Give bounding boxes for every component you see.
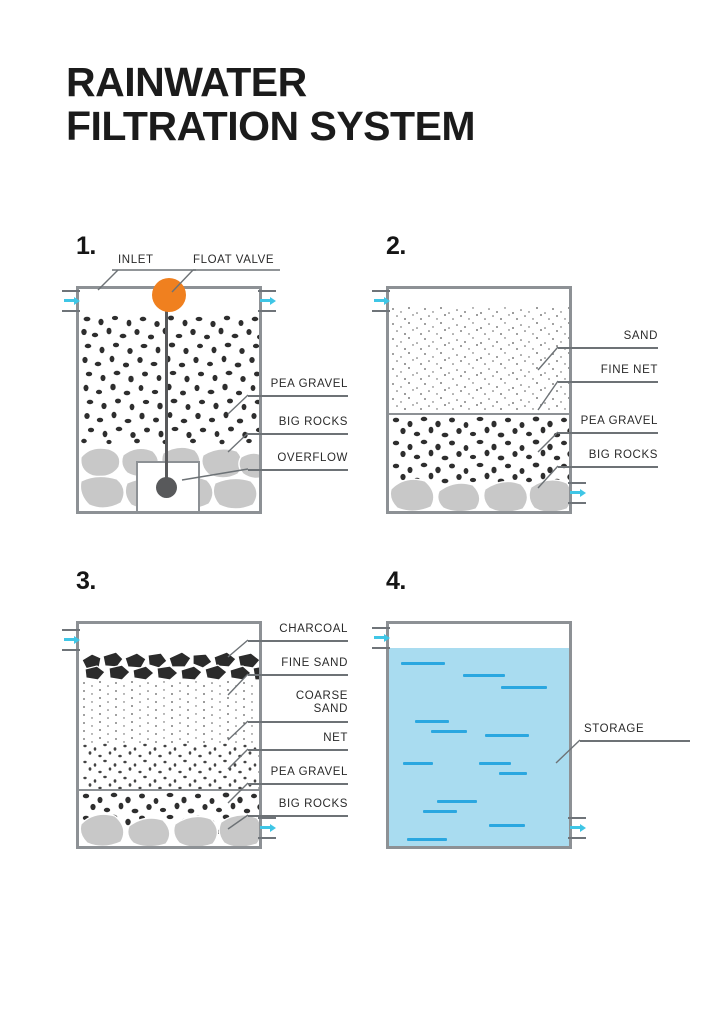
water-dash <box>403 762 433 765</box>
water-dash <box>489 824 525 827</box>
water-dash <box>423 810 457 813</box>
layer-coarse-sand <box>79 743 259 790</box>
panel-3-label-net: NET <box>323 732 348 744</box>
big-rocks-texture <box>79 813 259 846</box>
panel-3-rule-coarse-sand <box>248 721 348 723</box>
water-dash <box>485 734 529 737</box>
panel-1-tank-contents <box>79 289 259 511</box>
panel-2-outlet-pipe <box>568 482 586 504</box>
panel-2-rule-fine-net <box>558 381 658 383</box>
panel-2-tank-contents <box>389 289 569 511</box>
panel-3-tank <box>76 621 262 849</box>
panel-1: 1. <box>0 0 360 540</box>
panel-2-rule-sand <box>558 347 658 349</box>
float-rod <box>165 299 168 489</box>
panel-1-label-inlet: INLET <box>118 254 154 266</box>
panel-3: 3. <box>0 335 360 875</box>
panel-3-rule-charcoal <box>248 640 348 642</box>
fine-sand-texture <box>83 681 259 743</box>
panel-1-overflow-pipe <box>258 290 276 312</box>
water-dash <box>499 772 527 775</box>
panel-4-inlet-pipe <box>372 627 390 649</box>
panel-3-tank-contents <box>79 624 259 846</box>
water-dash <box>415 720 449 723</box>
panel-2-label-pea-gravel: PEA GRAVEL <box>580 415 658 427</box>
panel-3-outlet-pipe <box>258 817 276 839</box>
panel-1-label-overflow: OVERFLOW <box>277 452 348 464</box>
charcoal-texture <box>81 651 259 681</box>
panel-3-label-big-rocks: BIG ROCKS <box>278 798 348 810</box>
water-dash <box>401 662 445 665</box>
panel-2-inlet-pipe <box>372 290 390 312</box>
panel-3-label-fine-sand: FINE SAND <box>281 657 348 669</box>
sand-texture <box>392 307 569 410</box>
panel-1-label-float-valve: FLOAT VALVE <box>193 254 275 266</box>
panel-3-rule-net <box>248 749 348 751</box>
water-dash <box>463 674 505 677</box>
panel-3-rule-big-rocks <box>248 815 348 817</box>
layer-net <box>79 789 259 791</box>
water-dash <box>437 800 477 803</box>
panel-3-rule-pea-gravel <box>248 783 348 785</box>
water-dash <box>431 730 467 733</box>
panel-2-number: 2. <box>386 232 406 260</box>
panel-1-rule-pea-gravel <box>248 395 348 397</box>
panel-2-label-sand: SAND <box>623 330 658 342</box>
panel-1-rule-overflow <box>248 469 348 471</box>
panel-4-tank-contents <box>389 624 569 846</box>
layer-big-rocks <box>79 810 259 846</box>
panel-4-number: 4. <box>386 567 406 595</box>
panel-2-label-big-rocks: BIG ROCKS <box>588 449 658 461</box>
layer-pea-gravel <box>79 313 259 445</box>
panel-2-rule-pea-gravel <box>558 432 658 434</box>
water-dash <box>501 686 547 689</box>
layer-sand <box>389 306 569 413</box>
overflow-valve <box>156 477 177 498</box>
panel-2: 2. <box>360 0 720 540</box>
panel-4-rule-storage <box>580 740 690 742</box>
panel-4: 4. <box>360 335 720 875</box>
coarse-sand-texture <box>83 743 259 790</box>
layer-charcoal <box>79 650 259 683</box>
title-line-2: FILTRATION SYSTEM <box>66 103 476 150</box>
stored-water <box>389 648 569 846</box>
layer-fine-sand <box>79 680 259 743</box>
layer-fine-net <box>389 413 569 415</box>
panel-1-number: 1. <box>76 232 96 260</box>
panel-1-label-pea-gravel: PEA GRAVEL <box>270 378 348 390</box>
page-title: RAINWATER FILTRATION SYSTEM <box>66 60 626 149</box>
big-rocks-texture <box>389 478 569 511</box>
panel-3-label-pea-gravel: PEA GRAVEL <box>270 766 348 778</box>
layer-big-rocks <box>389 475 569 511</box>
panel-1-rule-big-rocks <box>248 433 348 435</box>
panel-3-number: 3. <box>76 567 96 595</box>
pea-gravel-texture <box>81 315 259 445</box>
title-line-1: RAINWATER <box>66 59 307 105</box>
panel-4-outlet-pipe <box>568 817 586 839</box>
panel-1-inlet-pipe <box>62 290 80 312</box>
panel-3-rule-fine-sand <box>248 674 348 676</box>
panel-3-label-charcoal: CHARCOAL <box>279 623 348 635</box>
float-valve-ball <box>152 278 186 312</box>
panel-3-label-coarse-sand: COARSE SAND <box>295 690 348 715</box>
water-dash <box>407 838 447 841</box>
panel-1-label-big-rocks: BIG ROCKS <box>278 416 348 428</box>
panel-2-rule-big-rocks <box>558 466 658 468</box>
water-dash <box>479 762 511 765</box>
panel-4-tank <box>386 621 572 849</box>
panel-3-inlet-pipe <box>62 629 80 651</box>
panel-2-label-fine-net: FINE NET <box>600 364 658 376</box>
panel-4-label-storage: STORAGE <box>584 723 645 735</box>
